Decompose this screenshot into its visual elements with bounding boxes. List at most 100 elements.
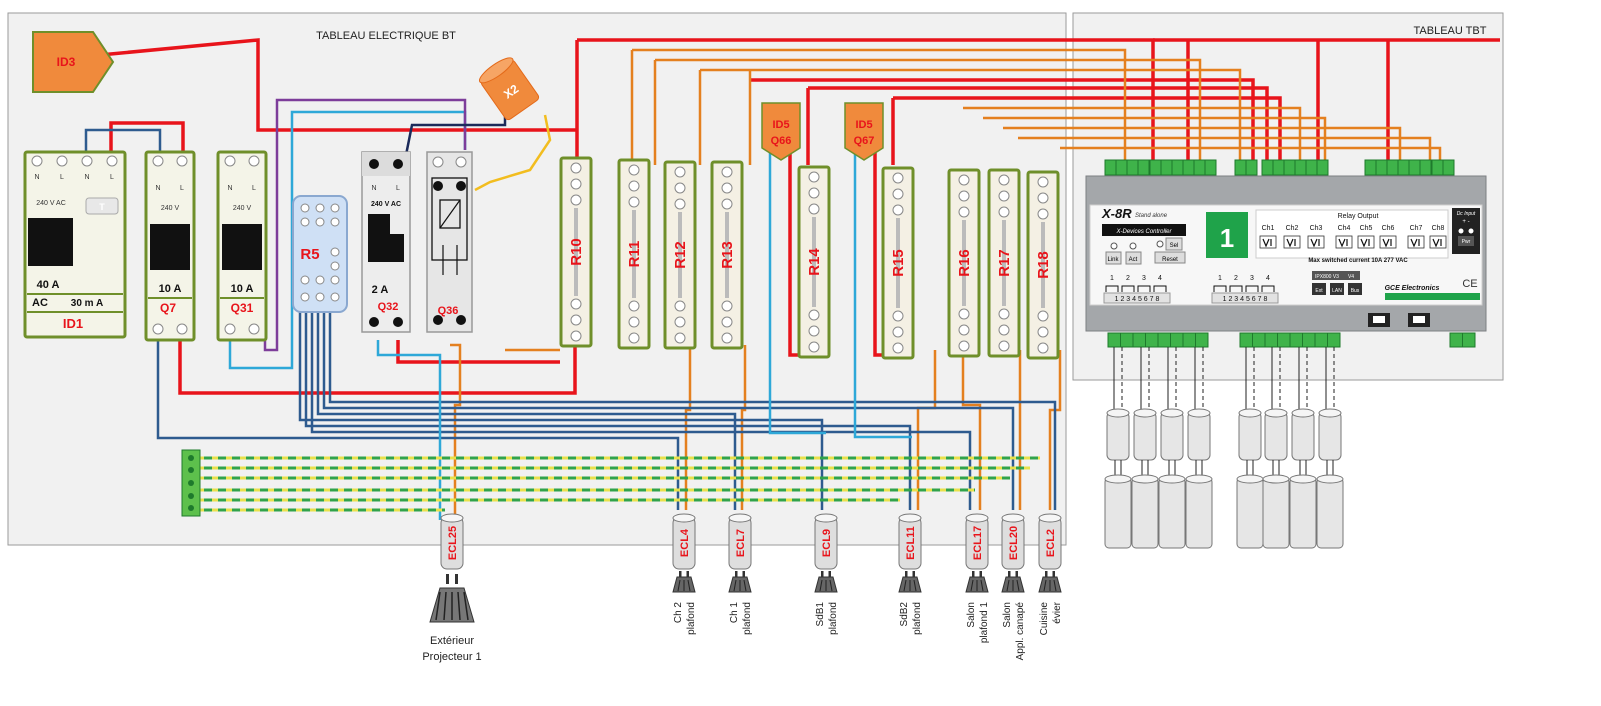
id1-lever[interactable] [28,218,73,266]
bottom-terminal [1314,332,1328,348]
sensor-cylinder [1158,347,1186,549]
earth-bus [181,449,1040,517]
channel-label: Ch7 [1410,225,1423,232]
breaker-id1: N L N L 240 V AC T 40 A AC 30 m A ID1 [23,150,127,339]
bottom-terminal [1120,332,1134,348]
x8r-model: X-8R [1101,206,1132,221]
relay-strip-label: R10 [568,238,585,266]
q32-n: N [371,185,376,192]
bottom-terminal [1327,332,1341,348]
contactor-q36: Q36 [426,151,473,333]
lamp-caption-2: plafond [912,602,923,635]
lamp-caption-2: Appl. canapé [1015,602,1026,661]
channel-label: Ch8 [1432,225,1445,232]
relay-strip-label: R18 [1035,251,1052,279]
bottom-terminal [1182,332,1196,348]
max-current-label: Max switched current 10A 277 VAC [1308,258,1408,264]
bottom-terminal [1145,332,1159,348]
act-button[interactable] [1125,251,1142,265]
q7-n: N [155,185,160,192]
lan-label: LAN [1332,288,1342,294]
top-terminal [1442,159,1455,176]
q32-label: Q32 [378,301,399,313]
bt-panel-title: TABLEAU ELECTRIQUE BT [316,30,456,42]
id1-sensitivity: 30 m A [71,298,103,309]
breaker-q32: N L 240 V AC 2 A Q32 [361,151,411,333]
lan-button[interactable] [1330,283,1344,295]
q32-voltage: 240 V AC [371,201,401,208]
bottom-terminal [1195,332,1209,348]
lamp-caption-1: SdB2 [899,602,910,627]
link-label: Link [1107,257,1119,263]
bus-button[interactable] [1348,283,1362,295]
q36-label: Q36 [438,305,459,317]
q32-current: 2 A [372,284,389,296]
q67-line1: ID5 [855,119,872,131]
id1-type: AC [32,297,48,309]
id1-n2: N [84,174,89,181]
input-number: 3 [1142,275,1146,282]
lamp-caption-1: Cuisine [1039,602,1050,636]
r5-label: R5 [300,246,319,263]
reset-label: Reset [1162,257,1178,263]
q7-current: 10 A [159,283,182,295]
top-terminal [1397,159,1410,176]
lamp-caption-1: Extérieur [430,635,474,647]
ext-button[interactable] [1312,283,1326,295]
q7-lever[interactable] [150,224,190,270]
q7-l: L [180,185,184,192]
bottom-terminal [1462,332,1476,348]
id1-l2: L [110,174,114,181]
bottom-terminal [1157,332,1171,348]
reset-button[interactable] [1154,251,1186,264]
lamp-caption-1: Salon [1002,602,1013,628]
id1-test-button[interactable] [85,197,119,215]
relay-strip-r17: R17 [987,168,1021,358]
input-number: 1 [1218,275,1222,282]
q31-lever[interactable] [222,224,262,270]
bottom-terminal-blocks [1107,332,1476,348]
q66-line1: ID5 [772,119,789,131]
q7-label: Q7 [160,301,176,315]
sensor-cylinders [1104,347,1344,549]
lamp-caption-2: plafond 1 [979,602,990,644]
q32-lever[interactable] [368,234,404,262]
top-terminal [1375,159,1388,176]
lamp-caption-2: évier [1052,601,1063,623]
relay-strip-r12: R12 [663,160,697,350]
sensor-cylinder [1316,347,1344,549]
top-terminal [1408,159,1421,176]
top-terminal [1316,159,1329,176]
relay-strip-label: R13 [719,241,736,269]
channel-label: Ch3 [1310,225,1323,232]
channel-label: Ch2 [1286,225,1299,232]
relay-strip-label: R12 [672,241,689,269]
brand-label: GCE Electronics [1385,285,1440,292]
input-number: 1 [1110,275,1114,282]
top-terminal [1204,159,1217,176]
top-terminal [1182,159,1195,176]
tag-id3: ID3 [32,31,115,93]
x8r-model-sub: Stand alone [1135,213,1168,219]
q66-line2: Q66 [771,135,792,147]
lamp-caption-2: plafond [742,602,753,635]
relay-strip-r18: R18 [1026,170,1060,360]
link-button[interactable] [1105,251,1122,265]
top-terminal [1419,159,1432,176]
id1-voltage: 240 V AC [36,200,66,207]
q31-l: L [252,185,256,192]
bottom-terminal [1449,332,1463,348]
channel-label: Ch5 [1360,225,1373,232]
id1-test-label: T [99,202,105,212]
sensor-cylinder [1262,347,1290,549]
lamp-code: ECL25 [447,526,459,560]
x8r-subtitle: X-Devices Controller [1115,229,1172,235]
q67-line2: Q67 [854,135,875,147]
sel-button[interactable] [1165,237,1183,251]
top-terminal [1126,159,1139,176]
relay-strip-label: R16 [956,249,973,277]
bottom-terminal [1170,332,1184,348]
